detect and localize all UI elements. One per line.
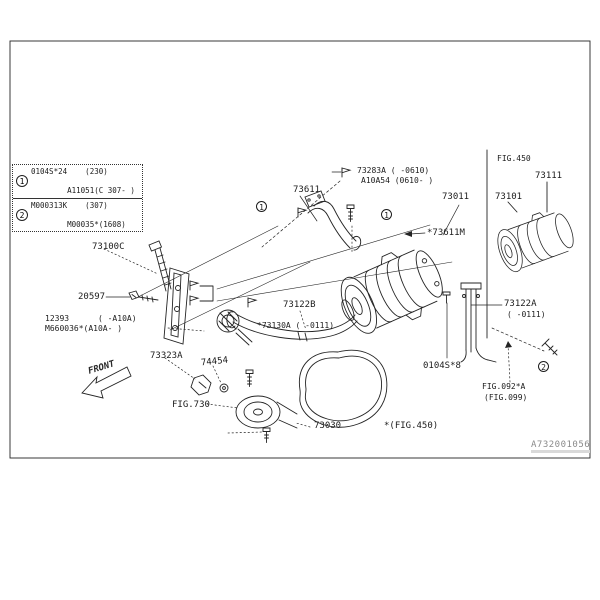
part-label-73130a: *73130A ( -0111): [257, 321, 335, 330]
legend-row: 2 M000313K (307) M00035*(1608): [13, 197, 142, 232]
legend-row: 1 0104S*24 (230) A11051(C 307- ): [13, 165, 142, 198]
bolt-flag-icon: [297, 207, 308, 218]
flag-bracket: [199, 285, 214, 302]
inset-fig-label: FIG.450: [497, 154, 531, 163]
hose-73130-drawing: [226, 311, 358, 342]
part-label-73611: 73611: [293, 185, 321, 195]
legend-entry: 0104S*24 (230) A11051(C 307- ): [31, 167, 135, 196]
pipe-drawing: [460, 282, 558, 363]
legend-line: M000313K (307): [31, 200, 108, 210]
part-label-73101: 73101: [495, 192, 523, 202]
compressor-drawing: [340, 249, 443, 334]
part-label-12393-line2: M660036*(A10A- ): [45, 324, 123, 333]
tensioner-drawing: [190, 309, 254, 396]
bolt-flag-icon: [247, 297, 258, 308]
circle-1-icon: 1: [16, 175, 28, 188]
pulley-drawing: [235, 395, 298, 443]
inset-73101-leader: [507, 201, 518, 213]
part-label-73111: 73111: [535, 171, 563, 181]
bolt-drawing: [346, 204, 355, 222]
legend-line: 0104S*24 (230): [31, 167, 108, 176]
bolt-legend: 1 0104S*24 (230) A11051(C 307- ) 2 M0003…: [12, 164, 143, 232]
part-label-73030: 73030: [314, 421, 342, 431]
fig-ref-099: (FIG.099): [484, 393, 528, 402]
part-label-73122a-line2: ( -0111): [507, 310, 546, 319]
legend-line: A11051(C 307- ): [67, 186, 135, 195]
leader-lines: [103, 171, 545, 434]
inset-compressor-drawing: [497, 212, 574, 273]
part-label-12393-line1: 12393 ( -A10A): [45, 314, 137, 323]
part-label-73100c: 73100C: [92, 242, 125, 252]
front-arrow-icon: [81, 366, 132, 399]
belt-drawing: [298, 349, 388, 428]
part-label-73323a: 73323A: [150, 351, 183, 361]
part-label-73283a-line1: 73283A ( -0610): [357, 166, 430, 175]
drawing-frame: [9, 40, 591, 459]
part-label-73611m: *73611M: [427, 228, 465, 238]
fig-ref-450: *(FIG.450): [384, 421, 439, 431]
legend-entry: M000313K (307) M00035*(1608): [31, 201, 126, 230]
legend-line: M00035*(1608): [67, 219, 126, 229]
circle-1-marker: 1: [256, 201, 267, 212]
fig-ref-092: FIG.092*A: [482, 382, 526, 391]
hose-73611-drawing: [304, 190, 362, 251]
bracket-drawing: [128, 240, 190, 345]
bolt-flag-icon: [189, 280, 200, 291]
part-label-73122b: 73122B: [283, 300, 316, 310]
part-label-73283a-line2: A10A54 (0610- ): [361, 176, 434, 185]
drawing-number-watermark: A732001056: [531, 440, 591, 453]
circle-2-marker: 2: [538, 361, 549, 372]
circle-1-marker: 1: [381, 209, 392, 220]
circle-2-icon: 2: [16, 208, 28, 221]
part-label-73011: 73011: [442, 192, 470, 202]
bolt-flag-icon: [341, 167, 352, 178]
part-label-0104s8: 0104S*8: [423, 361, 461, 371]
bolt-flag-icon: [189, 295, 200, 306]
part-label-73122a-line1: 73122A: [504, 299, 537, 309]
bolt-drawing: [442, 291, 451, 304]
part-label-20597: 20597: [78, 292, 106, 302]
fig-ref-730: FIG.730: [172, 400, 210, 410]
